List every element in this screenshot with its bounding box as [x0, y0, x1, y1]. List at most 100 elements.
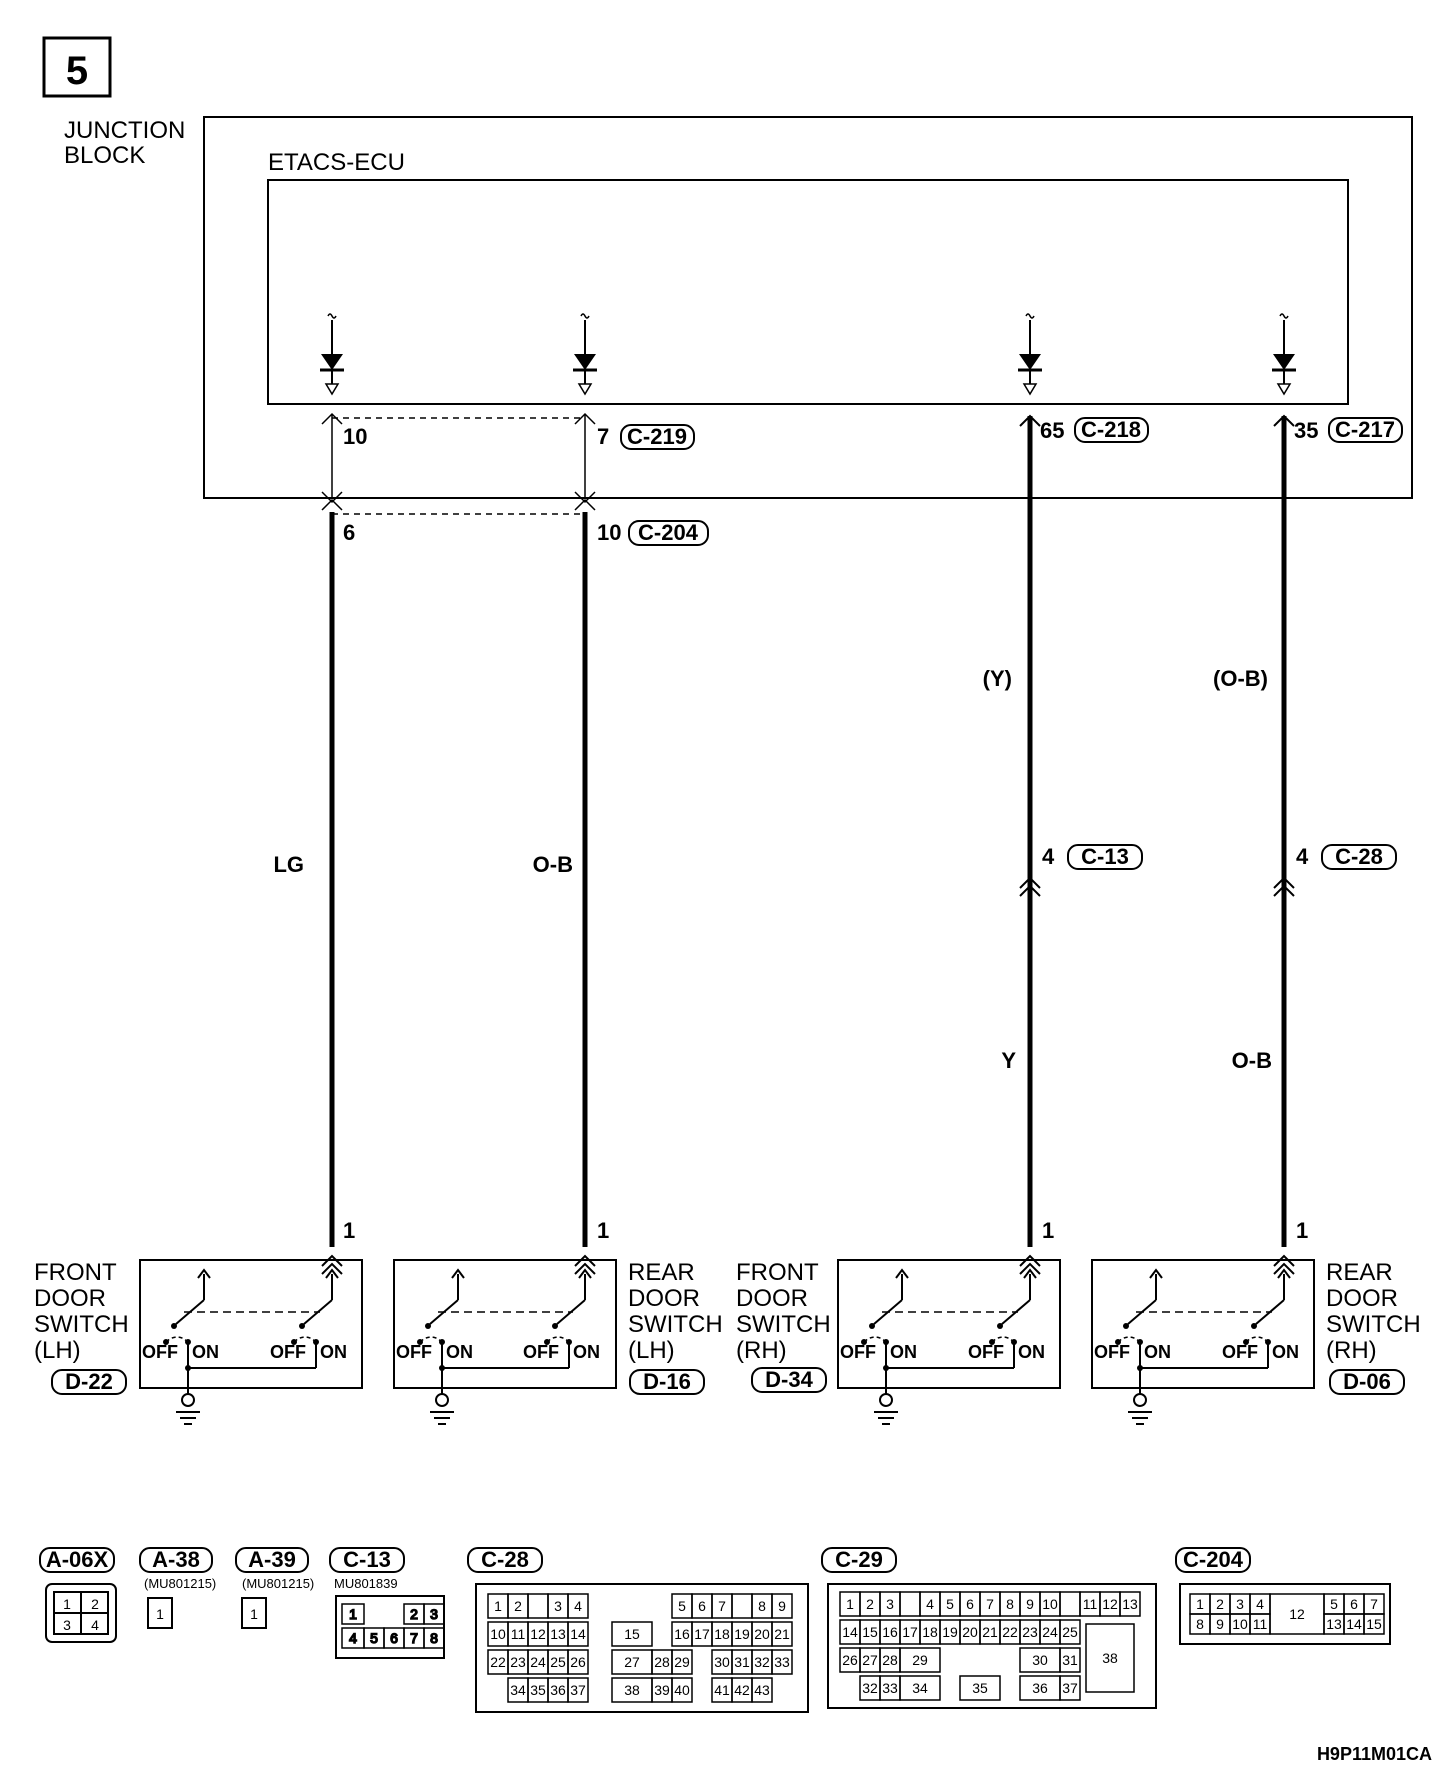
connector-tag: [628, 520, 709, 546]
connector-pin: 16: [879, 1619, 901, 1645]
svg-text:SWITCH: SWITCH: [736, 1311, 831, 1338]
switch-pin-label: 1: [597, 1218, 609, 1243]
svg-text:C-29: C-29: [835, 1547, 883, 1572]
connector-pin: 25: [1059, 1619, 1081, 1645]
connector-pin: 27: [859, 1647, 881, 1673]
connector-pin: 43: [751, 1677, 773, 1703]
svg-text:1: 1: [349, 1606, 357, 1622]
connector-pin: 31: [1059, 1647, 1081, 1673]
svg-text:10: 10: [1042, 1596, 1058, 1612]
wires: [329, 416, 1287, 1247]
connector-pin: 2: [507, 1593, 529, 1619]
connector-pin: 35: [527, 1677, 549, 1703]
svg-text:32: 32: [862, 1680, 878, 1696]
jb-pin-label: 10: [597, 520, 621, 545]
svg-text:23: 23: [510, 1654, 526, 1670]
connector-tag-label: D-16: [643, 1369, 691, 1394]
connector-pin: 37: [567, 1677, 589, 1703]
connector-pin: 36: [1019, 1675, 1061, 1701]
diode-icon: [571, 312, 599, 396]
svg-text:(RH): (RH): [736, 1337, 787, 1364]
connector-pin: 22: [999, 1619, 1021, 1645]
svg-text:4: 4: [349, 1630, 357, 1646]
connector-pin: 34: [507, 1677, 529, 1703]
connector-pin: 35: [959, 1675, 1001, 1701]
svg-text:14: 14: [842, 1624, 858, 1640]
svg-text:1: 1: [1196, 1596, 1204, 1612]
svg-text:38: 38: [624, 1682, 640, 1698]
connector-pin: 6: [383, 1627, 405, 1649]
connector-pin: 9: [771, 1593, 793, 1619]
svg-text:SWITCH: SWITCH: [1326, 1311, 1421, 1338]
jb-pin-label: 6: [343, 520, 355, 545]
connector-tag-label: D-22: [65, 1369, 113, 1394]
connector-pin: 6: [959, 1591, 981, 1617]
svg-text:2: 2: [514, 1598, 522, 1614]
svg-text:16: 16: [674, 1626, 690, 1642]
switch-name-rear-lh: REAR DOOR SWITCH (LH): [628, 1259, 723, 1364]
svg-text:1: 1: [494, 1598, 502, 1614]
etacs-ecu: [267, 179, 1349, 405]
svg-text:20: 20: [754, 1626, 770, 1642]
svg-text:ON: ON: [446, 1342, 473, 1362]
svg-text:(LH): (LH): [34, 1337, 81, 1364]
wire-color-label: (O-B): [1213, 666, 1268, 691]
connector-view-a-38: A-38 (MU801215) 1: [139, 1547, 216, 1629]
svg-text:5: 5: [678, 1598, 686, 1614]
svg-text:(MU801215): (MU801215): [242, 1576, 314, 1591]
connector-tag: [1067, 844, 1143, 870]
connector-pin: 10: [1229, 1613, 1251, 1635]
connector-tag-label: D-06: [1343, 1369, 1391, 1394]
svg-text:28: 28: [654, 1654, 670, 1670]
connector-pin: 17: [691, 1621, 713, 1647]
connector-pin: 14: [839, 1619, 861, 1645]
svg-text:15: 15: [1366, 1616, 1382, 1632]
ground-icon: [1127, 1387, 1153, 1425]
svg-text:5: 5: [946, 1596, 954, 1612]
svg-text:SWITCH: SWITCH: [628, 1311, 723, 1338]
svg-text:17: 17: [902, 1624, 918, 1640]
svg-text:OFF: OFF: [1094, 1342, 1130, 1362]
svg-text:A-38: A-38: [152, 1547, 200, 1572]
ground-icon: [175, 1387, 201, 1425]
connector-pin: 8: [751, 1593, 773, 1619]
svg-text:C-28: C-28: [481, 1547, 529, 1572]
svg-text:DOOR: DOOR: [1326, 1285, 1398, 1312]
connector-view-a-06x: A-06X 1 2 3 4: [39, 1547, 117, 1643]
connector-pin: 30: [1019, 1647, 1061, 1673]
wire-color-label: Y: [1001, 1048, 1016, 1073]
svg-text:REAR: REAR: [1326, 1259, 1393, 1286]
connector-pin: 42: [731, 1677, 753, 1703]
svg-text:1: 1: [156, 1606, 164, 1622]
svg-text:39: 39: [654, 1682, 670, 1698]
connector-pin: 15: [1363, 1613, 1385, 1635]
connector-pin: 22: [487, 1649, 509, 1675]
switch-pin-label: 1: [1042, 1218, 1054, 1243]
switch-name-rear-rh: REAR DOOR SWITCH (RH): [1326, 1259, 1421, 1364]
svg-text:30: 30: [1032, 1652, 1048, 1668]
connector-tag-label: D-34: [765, 1367, 813, 1392]
svg-text:12: 12: [1102, 1596, 1118, 1612]
svg-text:ON: ON: [320, 1342, 347, 1362]
connector-pin: 2: [859, 1591, 881, 1617]
figure-code: H9P11M01CA: [1317, 1744, 1432, 1764]
connector-pin: 8: [1189, 1613, 1211, 1635]
svg-text:10: 10: [490, 1626, 506, 1642]
connector-pin: 4: [919, 1591, 941, 1617]
svg-text:37: 37: [570, 1682, 586, 1698]
connector-pin: 14: [567, 1621, 589, 1647]
svg-text:15: 15: [624, 1626, 640, 1642]
connector-pin: 26: [567, 1649, 589, 1675]
svg-text:DOOR: DOOR: [736, 1285, 808, 1312]
svg-text:20: 20: [962, 1624, 978, 1640]
svg-text:3: 3: [554, 1598, 562, 1614]
svg-text:31: 31: [734, 1654, 750, 1670]
connector-tag-label: C-217: [1335, 417, 1395, 442]
svg-text:18: 18: [714, 1626, 730, 1642]
connector-pin: 5: [363, 1627, 385, 1649]
